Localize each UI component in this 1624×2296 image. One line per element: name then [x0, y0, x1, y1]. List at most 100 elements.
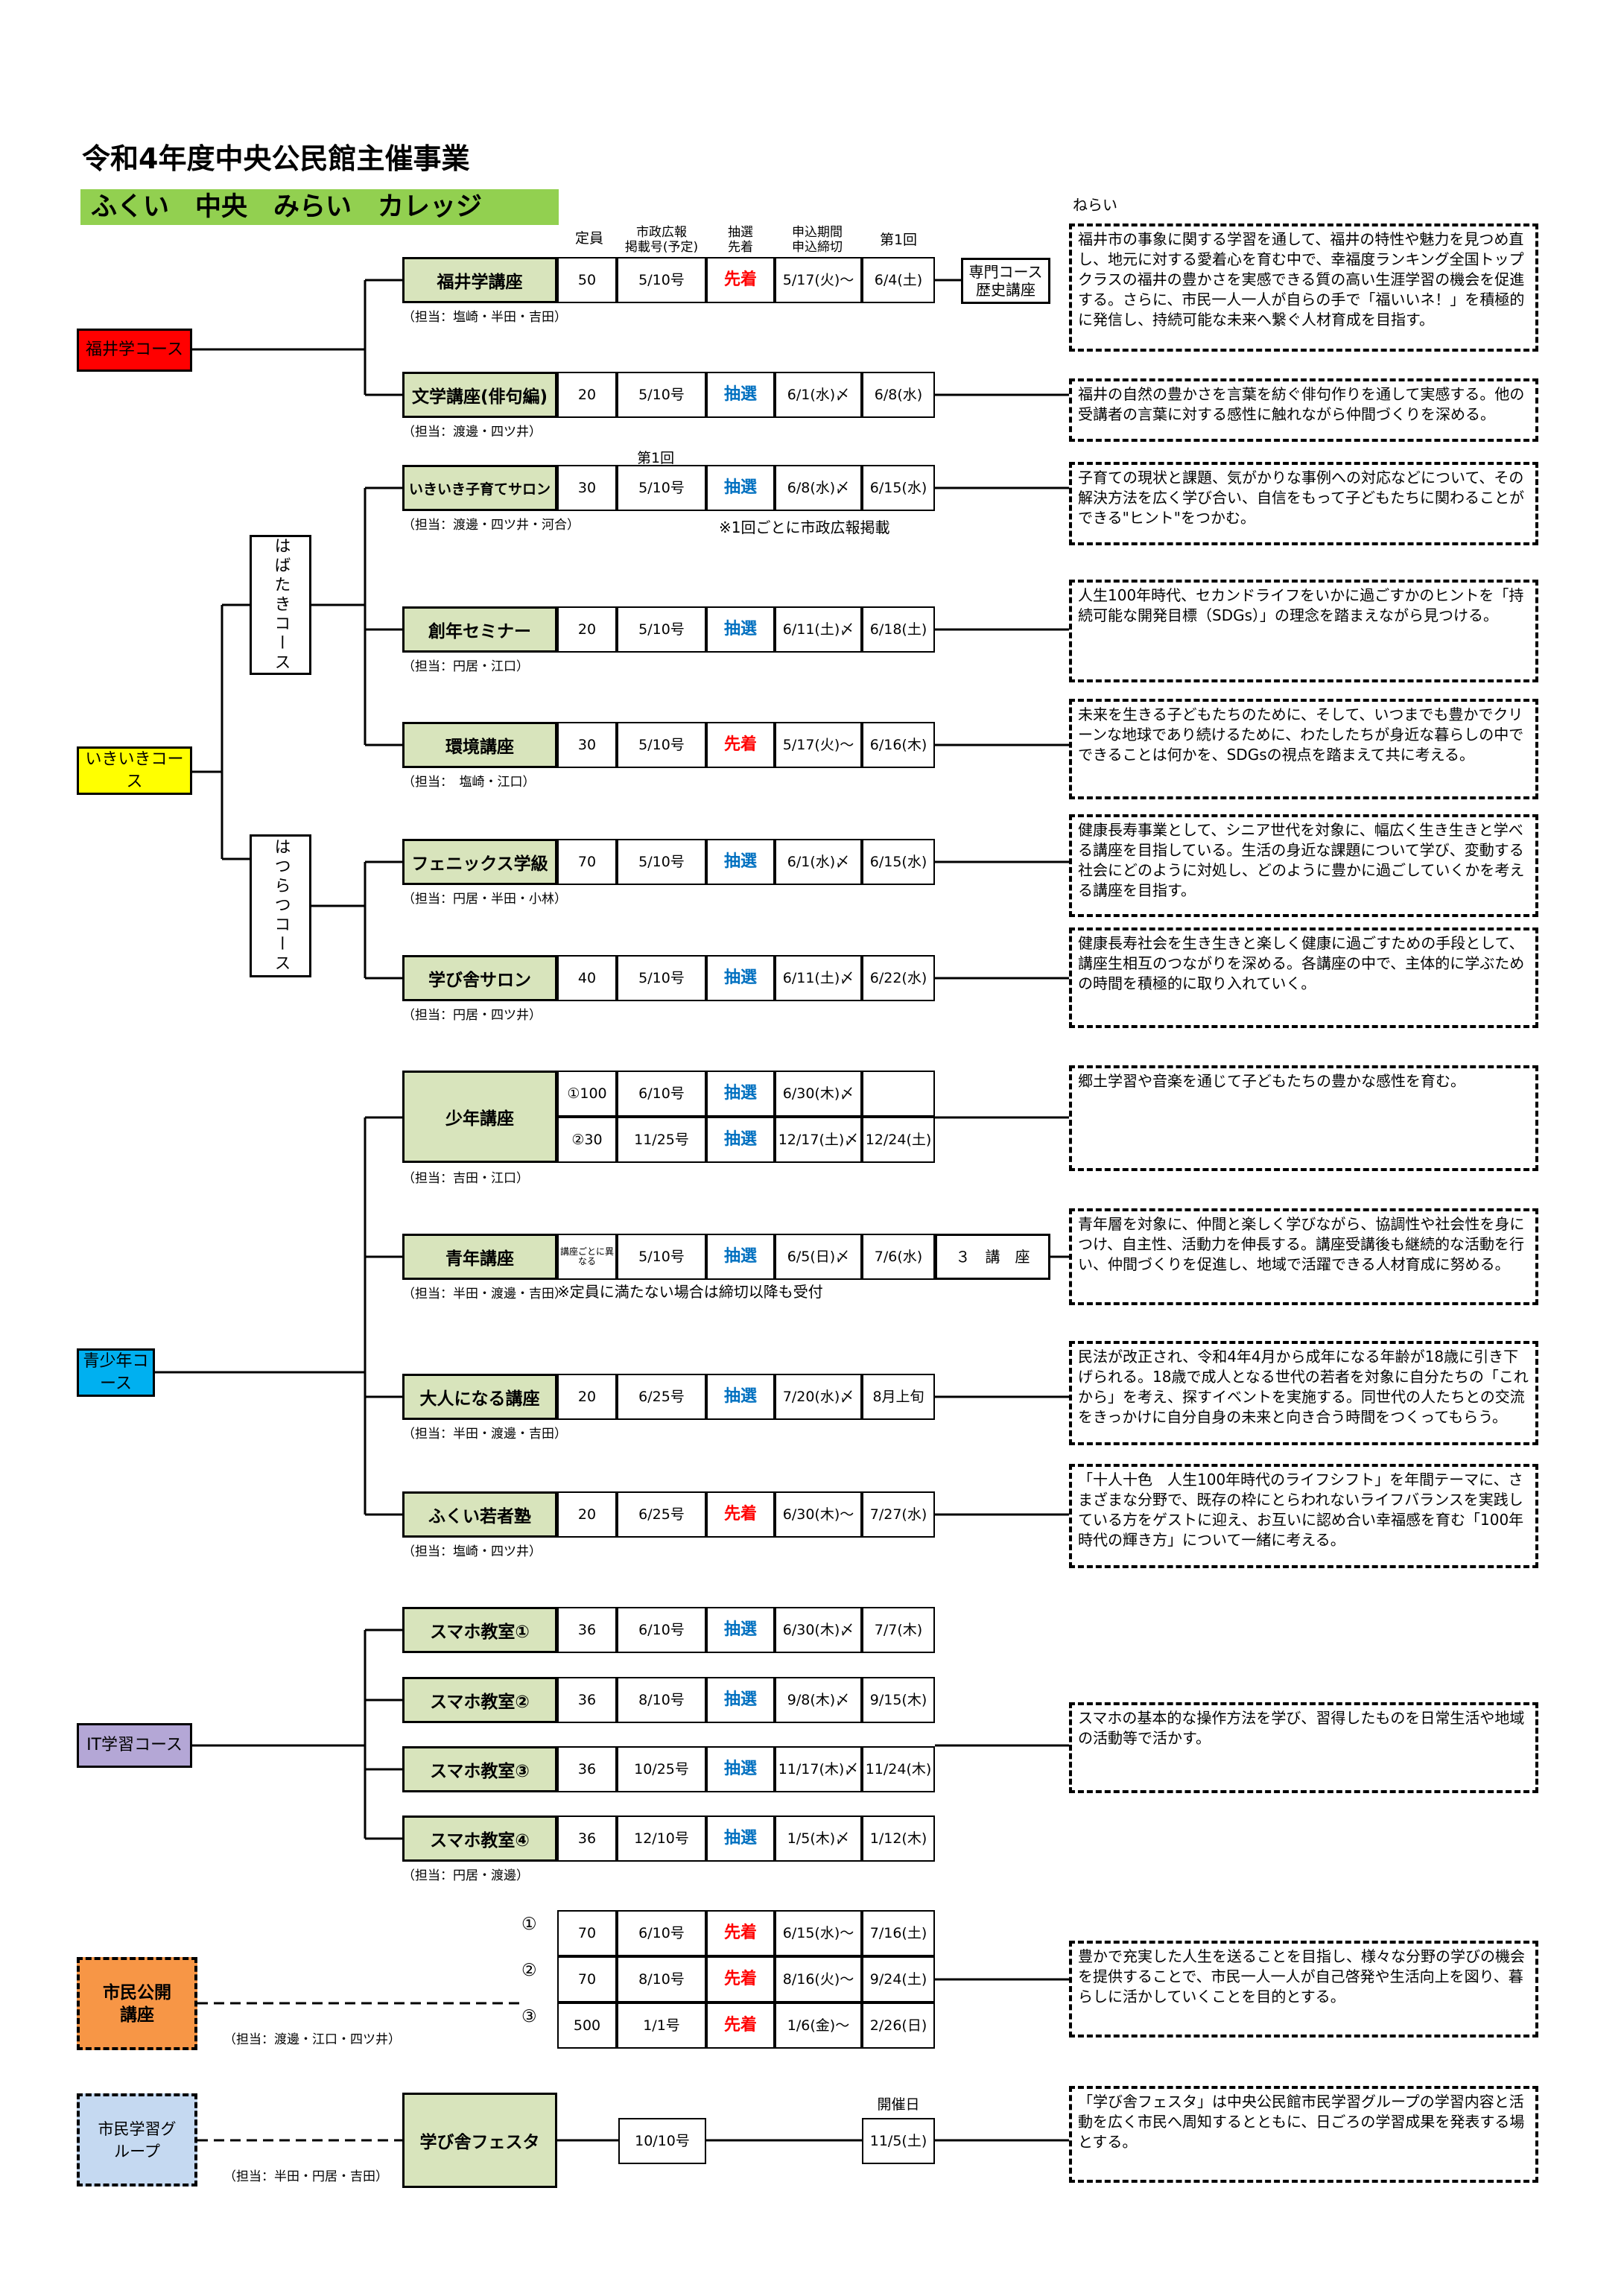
course-fukui: 福井学コース — [77, 329, 192, 372]
lecture-7-first: 7/6(水) — [862, 1234, 935, 1280]
lecture-9-period: 6/30(木)～ — [775, 1491, 862, 1538]
lecture-1-period: 6/1(水)〆 — [775, 372, 862, 418]
lecture-4-teiin: 30 — [557, 722, 617, 768]
aim-kankyo: 未来を生きる子どもたちのために、そして、いつまでも豊かでクリーンな地球であり続け… — [1069, 699, 1538, 799]
lecture-8-first: 8月上旬 — [862, 1374, 935, 1420]
koukai-2-issue: 1/1号 — [617, 2002, 706, 2049]
aim-sonen: 人生100年時代、セカンドライフをいかに過ごすかのヒントを「持続可能な開発目標（… — [1069, 580, 1538, 682]
lecture-9-staff: （担当：塩崎・四ツ井） — [402, 1544, 542, 1559]
lecture-12-teiin: 36 — [557, 1746, 617, 1792]
header-first: 第1回 — [879, 232, 918, 248]
lecture-12-issue: 10/25号 — [617, 1746, 706, 1792]
lecture-10: スマホ教室① — [402, 1607, 557, 1653]
lecture-4: 環境講座 — [402, 722, 557, 768]
lecture-3-staff: （担当：円居・江口） — [402, 659, 529, 674]
lecture-0-issue: 5/10号 — [617, 257, 706, 303]
lecture-0-staff: （担当：塩崎・半田・吉田） — [402, 310, 567, 325]
lecture-6-issue: 5/10号 — [617, 955, 706, 1001]
lecture-festa: 学び舎フェスタ — [402, 2093, 557, 2188]
lecture-9-teiin: 20 — [557, 1491, 617, 1538]
lecture-5-staff: （担当：円居・半田・小林） — [402, 892, 567, 907]
lecture-8-staff: （担当：半田・渡邊・吉田） — [402, 1427, 567, 1442]
lecture-12-method: 抽選 — [706, 1746, 775, 1792]
aim-manabiya: 健康長寿社会を生き生きと楽しく健康に過ごすための手段として、講座生相互のつながり… — [1069, 927, 1538, 1028]
lecture-1-staff: （担当：渡邊・四ツ井） — [402, 425, 542, 440]
lecture-10-issue: 6/10号 — [617, 1607, 706, 1653]
lecture-3-method: 抽選 — [706, 606, 775, 653]
festa-staff: （担当：半田・円居・吉田） — [223, 2169, 388, 2184]
lecture-9: ふくい若者塾 — [402, 1491, 557, 1538]
aim-sumaho: スマホの基本的な操作方法を学び、習得したものを日常生活や地域の活動等で活かす。 — [1069, 1702, 1538, 1793]
lecture-2-first: 6/15(水) — [862, 465, 935, 511]
shonen-method-2: 抽選 — [706, 1117, 775, 1163]
lecture-12-first: 11/24(木) — [862, 1746, 935, 1792]
koukai-1-teiin: 70 — [557, 1956, 617, 2002]
shonen-teiin-1: ①100 — [557, 1071, 617, 1117]
aim-header: ねらい — [1073, 196, 1117, 214]
lecture-11-teiin: 36 — [557, 1677, 617, 1723]
lecture-1-teiin: 20 — [557, 372, 617, 418]
lecture-5-issue: 5/10号 — [617, 839, 706, 885]
lecture-4-issue: 5/10号 — [617, 722, 706, 768]
note-seinen: ※定員に満たない場合は締切以降も受付 — [557, 1283, 823, 1301]
lecture-6-first: 6/22(水) — [862, 955, 935, 1001]
lecture-0-teiin: 50 — [557, 257, 617, 303]
koukai-2-period: 1/6(金)～ — [775, 2002, 862, 2049]
lecture-13-staff: （担当：円居・渡邊） — [402, 1868, 529, 1883]
koukai-1-first: 9/24(土) — [862, 1956, 935, 2002]
aim-otona: 民法が改正され、令和4年4月から成年になる年齢が18歳に引き下げられる。18歳で… — [1069, 1341, 1538, 1445]
shonen-first-1 — [862, 1071, 935, 1117]
lecture-2-issue: 5/10号 — [617, 465, 706, 511]
header-period-2: 申込締切 — [792, 240, 843, 255]
shonen-method-1: 抽選 — [706, 1071, 775, 1117]
koukai-1-method: 先着 — [706, 1956, 775, 2002]
lecture-13-teiin: 36 — [557, 1815, 617, 1862]
koukai-1-issue: 8/10号 — [617, 1956, 706, 2002]
page-title: 令和4年度中央公民館主催事業 — [82, 142, 470, 175]
aim-koukai: 豊かで充実した人生を送ることを目指し、様々な分野の学びの機会を提供することで、市… — [1069, 1941, 1538, 2037]
lecture-7-period: 6/5(日)〆 — [775, 1234, 862, 1280]
shonen-issue-1: 6/10号 — [617, 1071, 706, 1117]
lecture-10-teiin: 36 — [557, 1607, 617, 1653]
lecture-6-period: 6/11(土)〆 — [775, 955, 862, 1001]
lecture-9-first: 7/27(水) — [862, 1491, 935, 1538]
course-koukai: 市民公開講座 — [77, 1957, 197, 2050]
course-group: 市民学習グループ — [77, 2093, 197, 2186]
shonen-teiin-2: ②30 — [557, 1117, 617, 1163]
koukai-0-issue: 6/10号 — [617, 1910, 706, 1956]
lecture-0-first: 6/4(土) — [862, 257, 935, 303]
festa-issue: 10/10号 — [618, 2118, 706, 2164]
lecture-shonen: 少年講座 — [402, 1071, 557, 1163]
lecture-8: 大人になる講座 — [402, 1374, 557, 1420]
lecture-13-method: 抽選 — [706, 1815, 775, 1862]
koukai-2-teiin: 500 — [557, 2002, 617, 2049]
lecture-5-first: 6/15(水) — [862, 839, 935, 885]
lecture-6: 学び舎サロン — [402, 955, 557, 1001]
special-seinen: ３ 講 座 — [935, 1234, 1050, 1280]
lecture-10-method: 抽選 — [706, 1607, 775, 1653]
lecture-2-method: 抽選 — [706, 465, 775, 511]
note-kosodate: ※1回ごとに市政広報掲載 — [719, 518, 890, 536]
lecture-11-period: 9/8(木)〆 — [775, 1677, 862, 1723]
aim-bungaku: 福井の自然の豊かさを言葉を紡ぐ俳句作りを通して実感する。他の受講者の言葉に対する… — [1069, 378, 1538, 442]
lecture-2: いきいき子育てサロン — [402, 465, 557, 511]
lecture-13-first: 1/12(木) — [862, 1815, 935, 1862]
lecture-5-period: 6/1(水)〆 — [775, 839, 862, 885]
subcourse-habataki: はばたきコース — [250, 535, 311, 675]
lecture-0: 福井学講座 — [402, 257, 557, 303]
lecture-0-period: 5/17(火)～ — [775, 257, 862, 303]
lecture-12-period: 11/17(木)〆 — [775, 1746, 862, 1792]
koukai-2-first: 2/26(日) — [862, 2002, 935, 2049]
festa-date-label: 開催日 — [877, 2096, 920, 2113]
header-chusen: 抽選 — [728, 225, 753, 240]
lecture-5-method: 抽選 — [706, 839, 775, 885]
lecture-8-period: 7/20(水)〆 — [775, 1374, 862, 1420]
aim-festa: 「学び舎フェスタ」は中央公民館市民学習グループの学習内容と活動を広く市民へ周知す… — [1069, 2086, 1538, 2183]
lecture-13-period: 1/5(木)〆 — [775, 1815, 862, 1862]
lecture-3-teiin: 20 — [557, 606, 617, 653]
lecture-7-teiin: 講座ごとに異なる — [557, 1234, 617, 1280]
banner-title: ふくい 中央 みらい カレッジ — [80, 189, 559, 225]
lecture-7: 青年講座 — [402, 1234, 557, 1280]
festa-date: 11/5(土) — [862, 2118, 935, 2164]
lecture-2-period: 6/8(水)〆 — [775, 465, 862, 511]
